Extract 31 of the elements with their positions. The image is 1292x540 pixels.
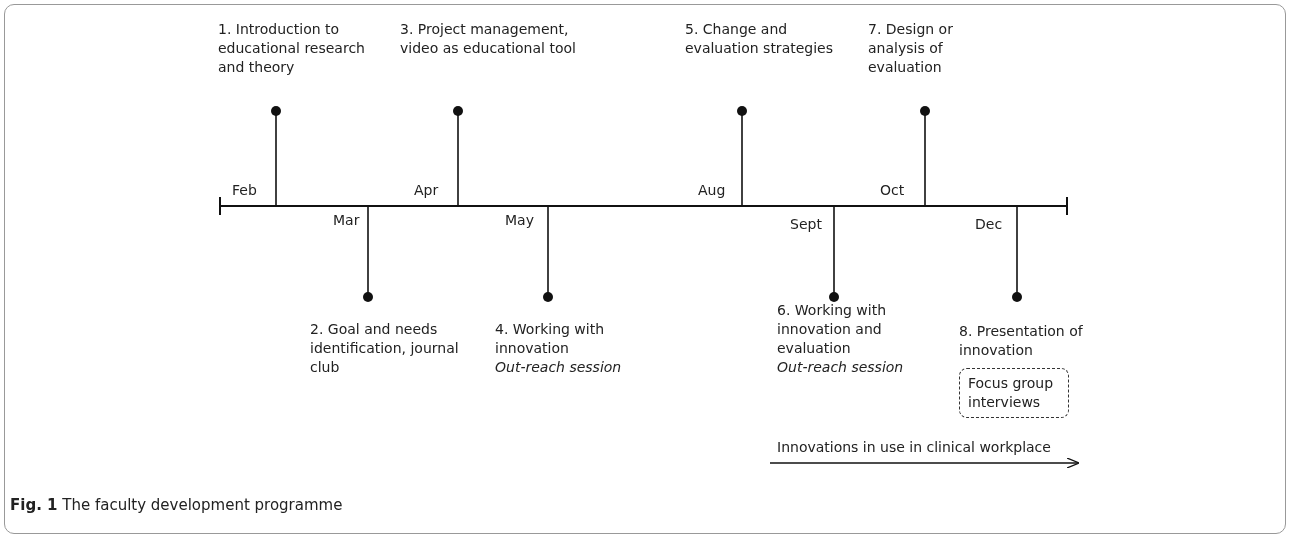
- session-note: Out-reach session: [495, 358, 623, 377]
- dashed-note-box: [959, 368, 1069, 418]
- stem-line: [737, 106, 747, 206]
- session-title: 6. Working with innovation and evaluation: [777, 301, 888, 358]
- session-title: 1. Introduction to educational research and theory: [218, 20, 366, 77]
- month-label: Sept: [790, 215, 822, 234]
- stem-line: [271, 106, 281, 206]
- stem-line: [1012, 206, 1022, 302]
- session-title: 7. Design or analysis of evaluation: [868, 20, 954, 77]
- session-title: 3. Project management, video as educational tool: [400, 20, 577, 58]
- month-label: May: [505, 211, 534, 230]
- session-title: 4. Working with innovation: [495, 320, 606, 358]
- stem-line: [920, 106, 930, 206]
- month-label: Aug: [698, 181, 726, 200]
- stem-line: [829, 206, 839, 302]
- figure-caption: Fig. 1 The faculty development programme: [10, 496, 343, 515]
- note-text: Focus group interviews: [968, 374, 1055, 412]
- stem-line: [543, 206, 553, 302]
- session-title: 8. Presentation of innovation: [959, 322, 1084, 360]
- stem-line: [363, 206, 373, 302]
- stem-line: [453, 106, 463, 206]
- month-label: Apr: [414, 181, 439, 200]
- arrow-caption: Innovations in use in clinical workplace: [777, 438, 1051, 457]
- session-title: 2. Goal and needs identification, journal club: [310, 320, 460, 377]
- timeline-axis: [219, 205, 1068, 207]
- session-note: Out-reach session: [777, 358, 905, 377]
- month-label: Oct: [880, 181, 905, 200]
- month-label: Dec: [975, 215, 1003, 234]
- month-label: Feb: [232, 181, 257, 200]
- session-title: 5. Change and evaluation strategies: [685, 20, 834, 58]
- month-label: Mar: [333, 211, 360, 230]
